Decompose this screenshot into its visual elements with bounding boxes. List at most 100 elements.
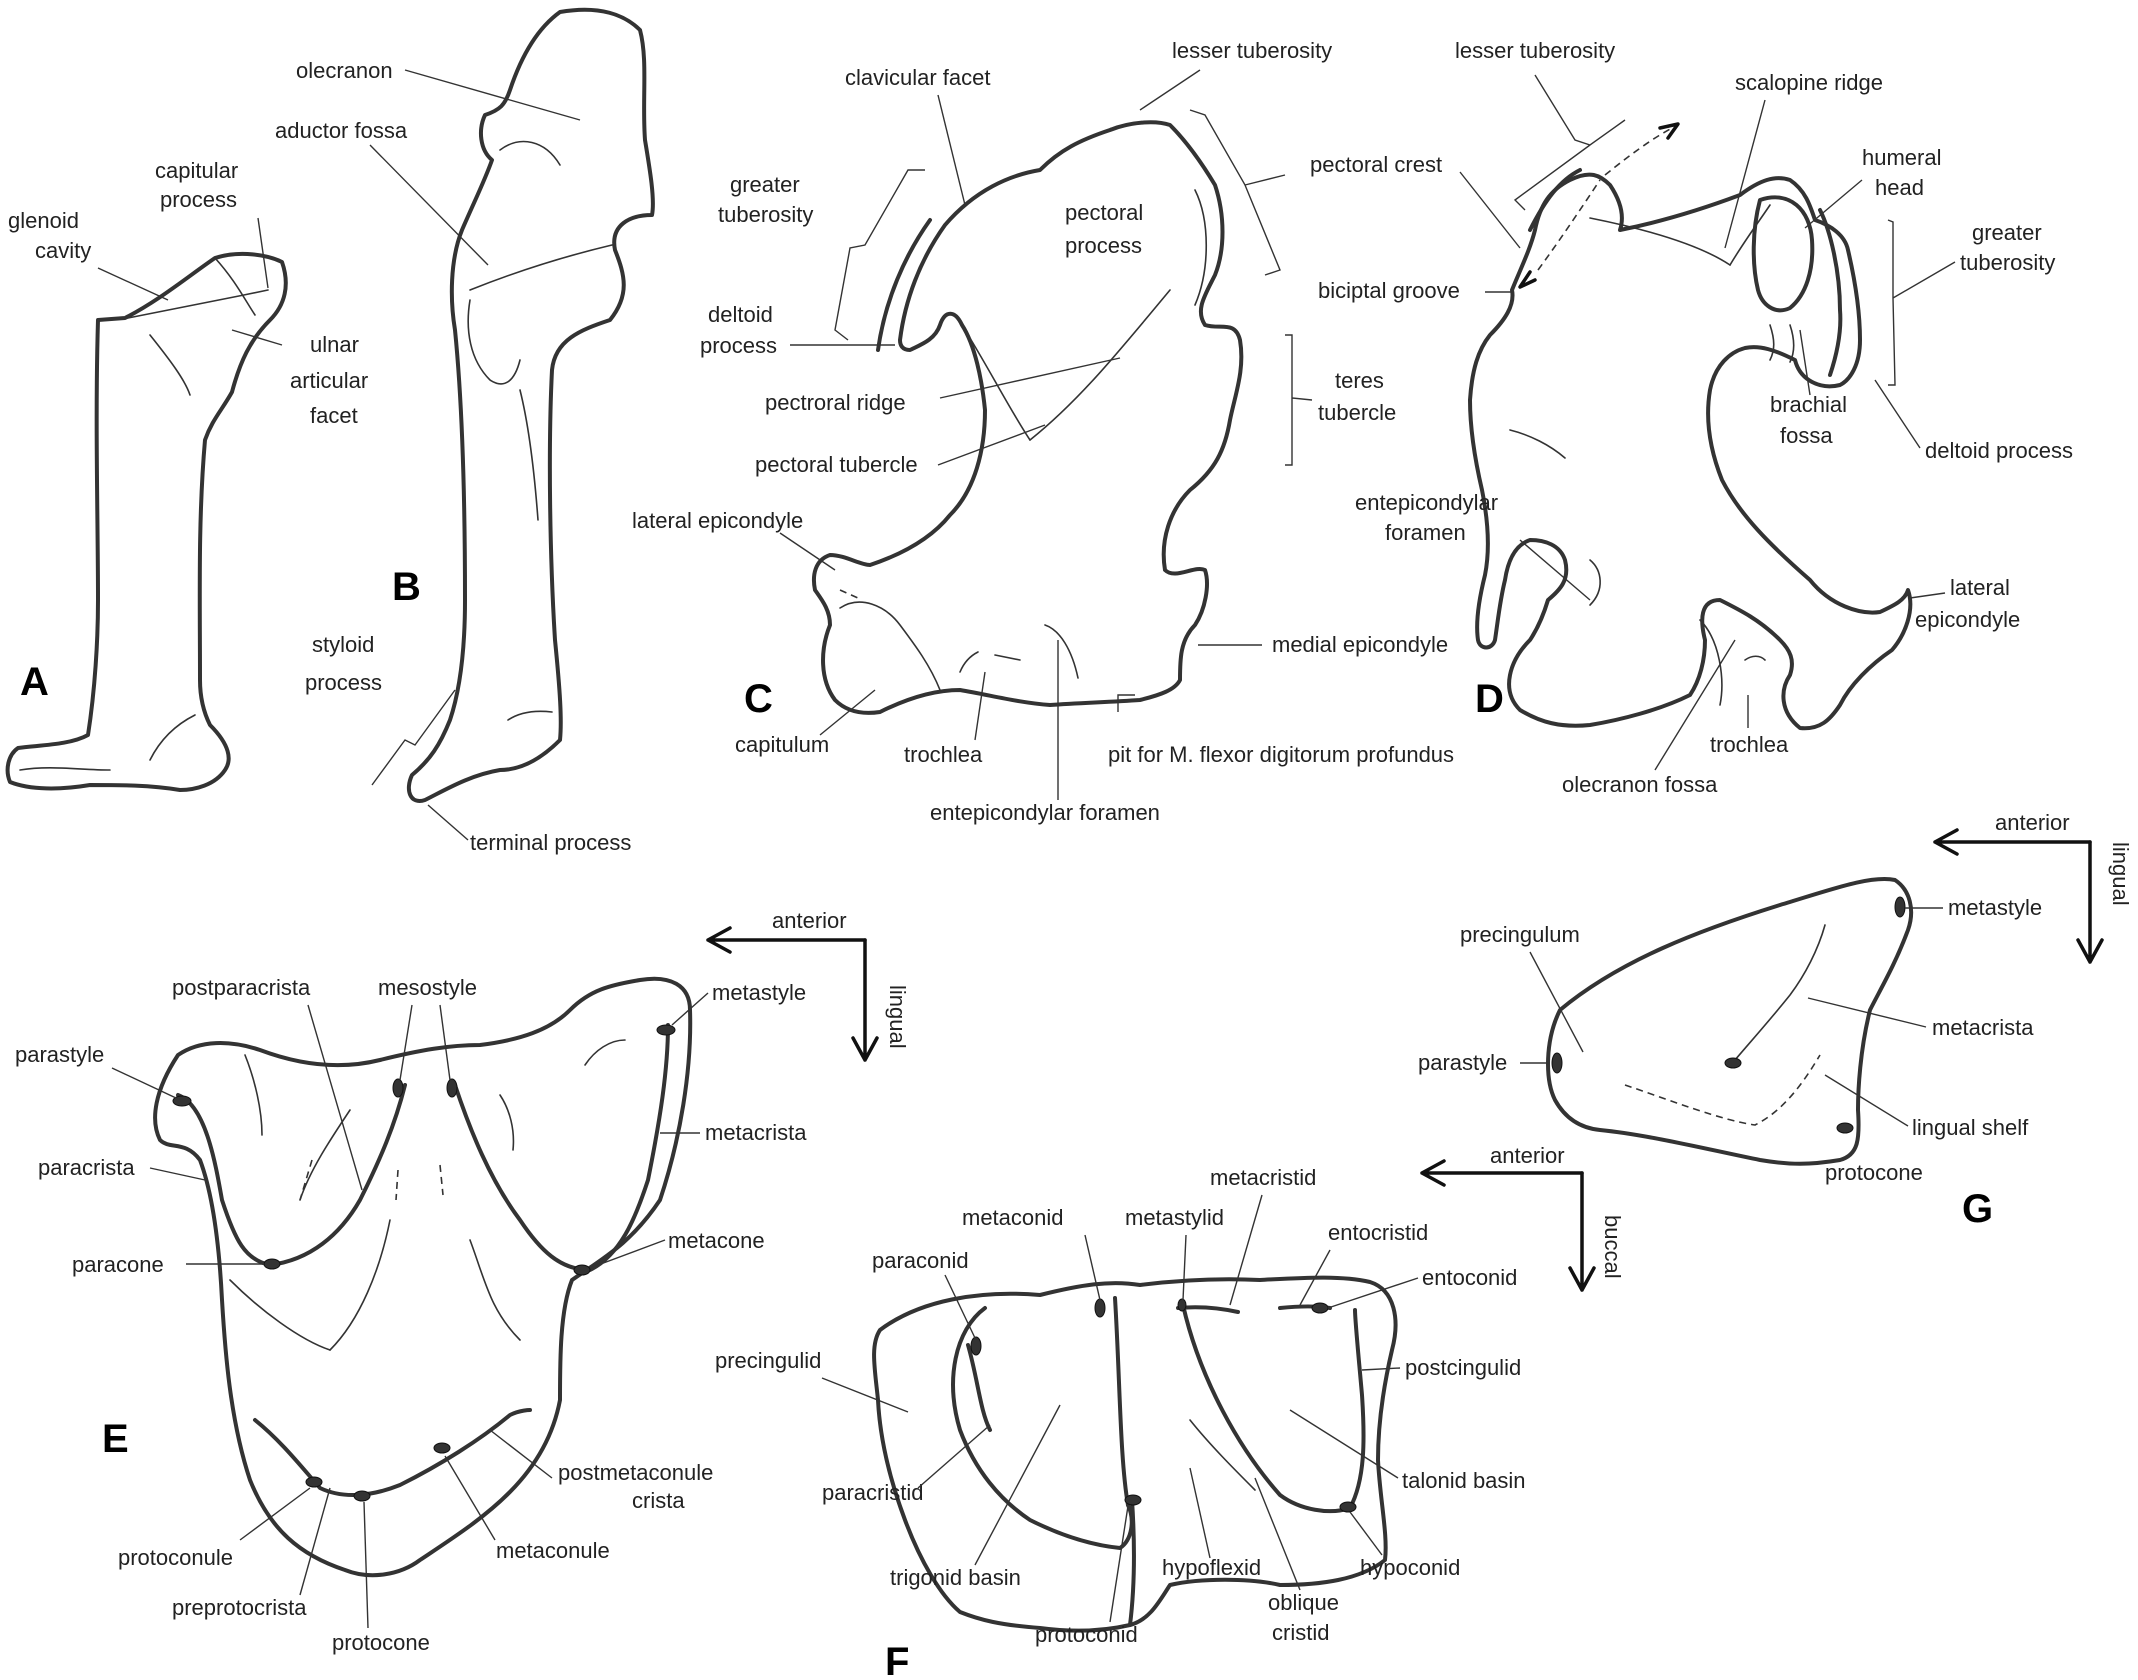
g-metacrista-leader <box>1807 997 1927 1028</box>
c-capitulum-label: capitulum <box>735 732 829 757</box>
e-paracone-label: paracone <box>72 1252 164 1277</box>
e-protoconule-cusp <box>305 1476 323 1488</box>
f-metaconid-label: metaconid <box>962 1205 1064 1230</box>
e-mesostyle-cusp-1 <box>392 1078 404 1098</box>
e-metacone-leader <box>589 1239 666 1269</box>
d-lat-leader <box>1909 592 1946 599</box>
e-paracrista-leader <box>149 1167 206 1181</box>
g-protocone-cusp <box>1836 1122 1854 1134</box>
c-greater-label-1: greater <box>730 172 800 197</box>
f-protoconid-cusp <box>1124 1494 1142 1506</box>
c-lesser-leader <box>1139 69 1201 111</box>
panel-d-letter: D <box>1475 677 1504 721</box>
e-mesostyle-cusp-2 <box>446 1078 458 1098</box>
b-terminal-label: terminal process <box>470 830 631 855</box>
f-oblique-label-2: cristid <box>1272 1620 1329 1645</box>
panel-e-arrow <box>706 926 879 1062</box>
c-trochlea-leader <box>974 671 986 741</box>
c-greater-bracket <box>834 169 925 341</box>
d-greater-label-1: greater <box>1972 220 2042 245</box>
d-scalopine-leader <box>1724 99 1766 249</box>
g-metacrista-label: metacrista <box>1932 1015 2034 1040</box>
c-pectoral-crest-label: pectoral crest <box>1310 152 1442 177</box>
e-postparacrista-label: postparacrista <box>172 975 311 1000</box>
c-pit-leader <box>1117 694 1135 712</box>
panel-b-letter: B <box>392 565 421 609</box>
f-entoconid-label: entoconid <box>1422 1265 1517 1290</box>
e-parastyle-cusp <box>172 1095 192 1107</box>
f-metastylid-label: metastylid <box>1125 1205 1224 1230</box>
e-metastyle-label: metastyle <box>712 980 806 1005</box>
g-anterior-label: anterior <box>1995 810 2070 835</box>
b-styloid-bracket <box>371 689 456 786</box>
c-pect-ridge-label: pectroral ridge <box>765 390 906 415</box>
d-bicipital-label: biciptal groove <box>1318 278 1460 303</box>
b-aductor-label: aductor fossa <box>275 118 408 143</box>
d-lesser-label: lesser tuberosity <box>1455 38 1615 63</box>
f-metaconid-leader <box>1084 1234 1101 1301</box>
b-terminal-leader <box>427 804 469 841</box>
a-capitular-label-2: process <box>160 187 237 212</box>
b-styloid-label-2: process <box>305 670 382 695</box>
d-trochlea-label: trochlea <box>1710 732 1789 757</box>
e-metacone-label: metacone <box>668 1228 765 1253</box>
panel-g-arrow <box>1933 828 2104 964</box>
a-ulnar-label-3: facet <box>310 403 358 428</box>
d-olecranon-fossa-leader <box>1654 639 1736 771</box>
g-precingulum-leader <box>1529 951 1584 1053</box>
panel-g-letter: G <box>1962 1187 1993 1231</box>
f-precingulid-label: precingulid <box>715 1348 821 1373</box>
d-brachial-leader <box>1799 329 1811 396</box>
f-paracristid-label: paracristid <box>822 1480 923 1505</box>
a-ulnar-label-2: articular <box>290 368 368 393</box>
f-metacristid-label: metacristid <box>1210 1165 1316 1190</box>
panel-e-letter: E <box>102 1417 129 1461</box>
panel-e-tooth <box>153 976 693 1578</box>
e-preprotocrista-leader <box>299 1487 331 1596</box>
d-scalopine-label: scalopine ridge <box>1735 70 1883 95</box>
f-protoconid-label: protoconid <box>1035 1622 1138 1647</box>
c-lat-epi-leader <box>779 532 836 571</box>
panel-c-bone <box>811 120 1244 715</box>
f-metastylid-cusp <box>1177 1298 1187 1312</box>
e-metastyle-cusp <box>656 1024 676 1036</box>
e-protocone-cusp <box>353 1490 371 1502</box>
f-anterior-label: anterior <box>1490 1143 1565 1168</box>
panel-f-arrow <box>1420 1159 1596 1292</box>
f-entocristid-label: entocristid <box>1328 1220 1428 1245</box>
e-protocone-leader <box>363 1501 369 1629</box>
panel-d-bone <box>1468 122 1913 731</box>
panel-a-letter: A <box>20 660 49 704</box>
g-precingulum-label: precingulum <box>1460 922 1580 947</box>
e-metaconule-cusp <box>433 1442 451 1454</box>
d-entepi-label-1: entepicondylar <box>1355 490 1498 515</box>
g-metastyle-cusp <box>1894 896 1906 918</box>
e-metaconule-leader <box>444 1455 496 1541</box>
f-metacristid-leader <box>1229 1194 1263 1306</box>
c-clavicular-label: clavicular facet <box>845 65 991 90</box>
d-olecranon-fossa-label: olecranon fossa <box>1562 772 1718 797</box>
c-clavicular-leader <box>937 94 966 206</box>
f-trigonid-label: trigonid basin <box>890 1565 1021 1590</box>
e-protoconule-label: protoconule <box>118 1545 233 1570</box>
e-mesostyle-label: mesostyle <box>378 975 477 1000</box>
f-protoconid-leader <box>1109 1505 1129 1623</box>
f-paraconid-leader <box>944 1274 976 1339</box>
d-greater-label-2: tuberosity <box>1960 250 2055 275</box>
c-lat-epi-label: lateral epicondyle <box>632 508 803 533</box>
c-teres-label-2: tubercle <box>1318 400 1396 425</box>
e-postmetaconule-label-1: postmetaconule <box>558 1460 713 1485</box>
d-entepi-leader <box>1519 539 1591 601</box>
f-oblique-leader <box>1254 1477 1301 1591</box>
a-glenoid-label-2: cavity <box>35 238 91 263</box>
f-postcingulid-leader <box>1361 1367 1401 1371</box>
a-ulnar-label-1: ulnar <box>310 332 359 357</box>
a-glenoid-leader <box>97 267 169 301</box>
b-aductor-leader <box>369 144 489 266</box>
e-lingual-label: lingual <box>885 985 910 1049</box>
c-pectoral-process-label-2: process <box>1065 233 1142 258</box>
f-hypoflexid-label: hypoflexid <box>1162 1555 1261 1580</box>
d-humeral-label-1: humeral <box>1862 145 1941 170</box>
c-teres-bracket <box>1285 334 1313 466</box>
f-metastylid-leader <box>1182 1234 1187 1301</box>
